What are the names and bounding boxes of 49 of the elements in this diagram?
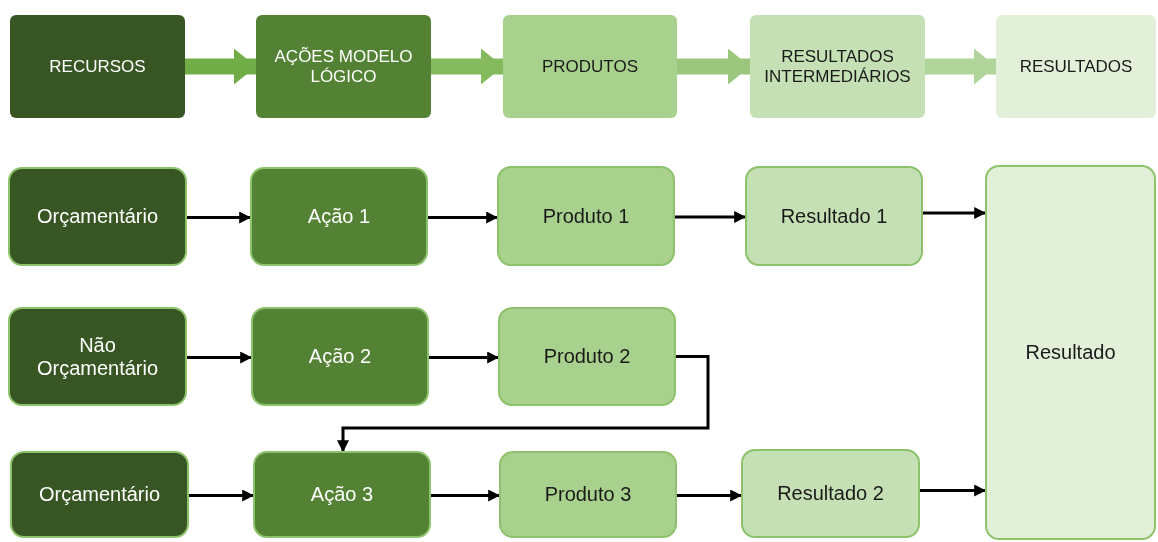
process-box [985,165,1156,540]
arrow [337,355,710,453]
chevron-arrow [677,48,750,85]
chevron-arrow [431,48,503,85]
arrow [187,351,253,364]
chevron-arrow [925,48,996,85]
header-box [256,15,431,118]
arrow [428,211,499,224]
header-box [503,15,677,118]
arrow [429,351,500,364]
header-box [996,15,1156,118]
process-box [10,451,189,538]
arrow [189,489,255,502]
node-label: Ação 1 [306,205,372,228]
process-box [253,451,431,538]
arrow [920,484,987,497]
arrow [187,211,252,224]
node-label: PRODUTOS [540,56,639,77]
node-label: Produto 3 [543,483,633,506]
process-box [8,167,187,266]
node-label: Produto 1 [541,204,631,228]
arrow [923,207,987,219]
process-box [499,451,677,538]
process-box [745,166,923,266]
arrow [431,489,501,502]
node-label: Resultado 1 [779,204,889,228]
node-label: Produto 2 [542,345,632,368]
node-label: RESULTADOS [1018,56,1134,77]
node-label: Resultado [1024,341,1117,364]
process-box [498,307,676,406]
node-label: AÇÕES MODELO LÓGICO [273,46,414,87]
node-label: Resultado 2 [776,482,885,505]
chevron-arrow [185,48,256,85]
header-box [10,15,185,118]
arrow [675,211,747,223]
node-label: Ação 3 [309,483,375,506]
process-box [8,307,187,406]
arrow [677,489,743,502]
node-label: Ação 2 [307,345,373,368]
process-box [497,166,675,266]
node-label: Orçamentário [35,205,160,228]
process-box [251,307,429,406]
node-label: Não Orçamentário [35,333,160,380]
node-label: RESULTADOS INTERMEDIÁRIOS [763,46,912,87]
process-box [250,167,428,266]
node-label: Orçamentário [37,483,162,506]
header-box [750,15,925,118]
process-box [741,449,920,538]
node-label: RECURSOS [48,56,147,77]
